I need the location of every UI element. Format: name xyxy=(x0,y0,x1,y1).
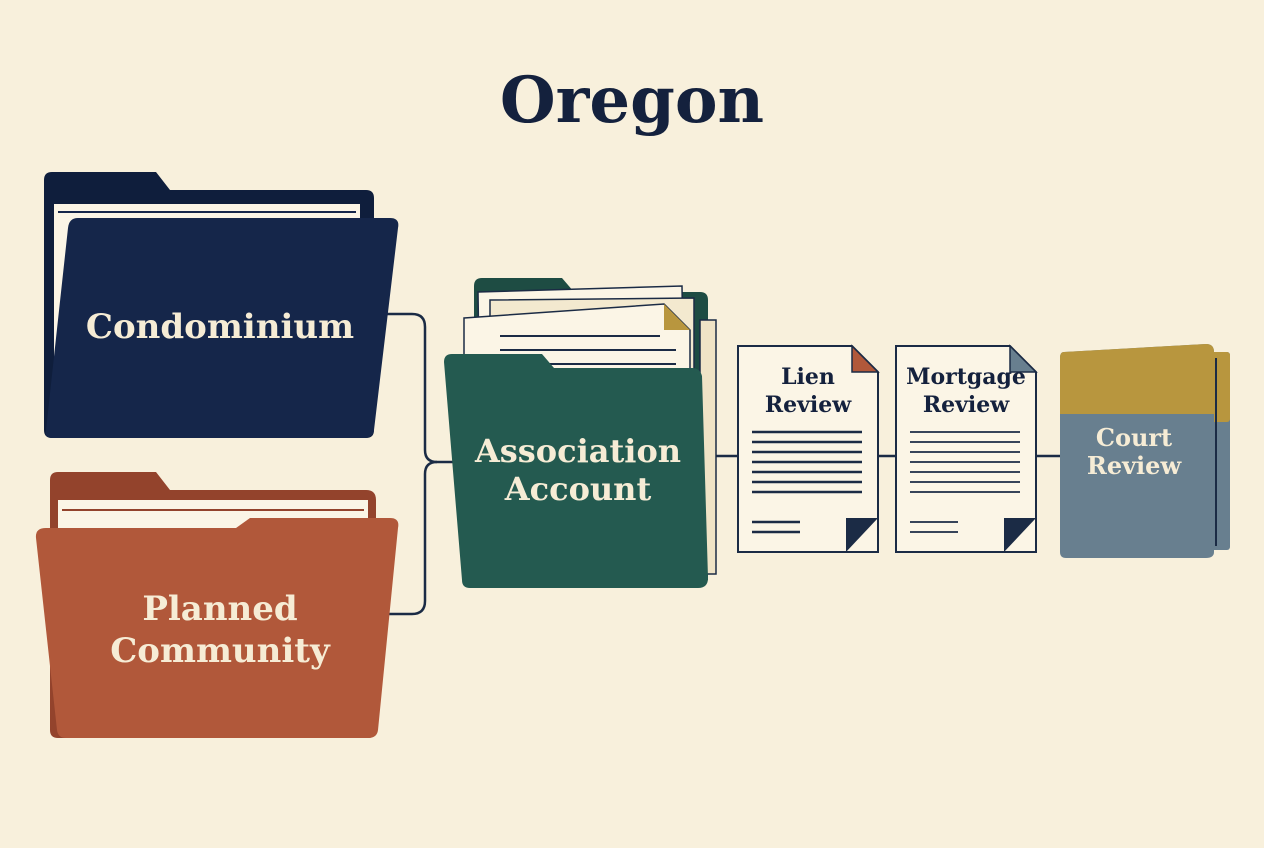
mortgage-review-document[interactable]: Mortgage Review xyxy=(895,344,1038,553)
association-account-folder[interactable]: Association Account xyxy=(444,278,717,588)
mortgage-review-label-line2: Review xyxy=(923,392,1010,418)
folder-icon xyxy=(44,172,399,438)
court-review-label-line2: Review xyxy=(1087,451,1183,480)
lien-review-document[interactable]: Lien Review xyxy=(737,344,880,553)
association-account-label-line1: Association xyxy=(474,432,681,470)
mortgage-review-label-line1: Mortgage xyxy=(906,364,1026,390)
lien-review-label-line2: Review xyxy=(765,392,852,418)
planned-community-label-line1: Planned xyxy=(142,589,297,629)
document-icon xyxy=(895,344,1038,553)
planned-community-folder[interactable]: Planned Community xyxy=(35,472,399,738)
condominium-label: Condominium xyxy=(86,307,354,347)
folder-icon xyxy=(1060,344,1230,558)
page-title: Oregon xyxy=(500,63,764,138)
connector-planned-community-to-association xyxy=(385,460,438,616)
association-account-label-line2: Account xyxy=(504,470,652,508)
condominium-folder[interactable]: Condominium xyxy=(44,172,399,438)
document-icon xyxy=(737,344,880,553)
court-review-folder[interactable]: Court Review xyxy=(1060,344,1230,558)
lien-review-label-line1: Lien xyxy=(781,364,835,390)
folder-icon xyxy=(35,472,399,738)
court-review-label-line1: Court xyxy=(1096,423,1172,452)
planned-community-label-line2: Community xyxy=(110,631,331,671)
folder-with-documents-icon xyxy=(444,278,717,588)
